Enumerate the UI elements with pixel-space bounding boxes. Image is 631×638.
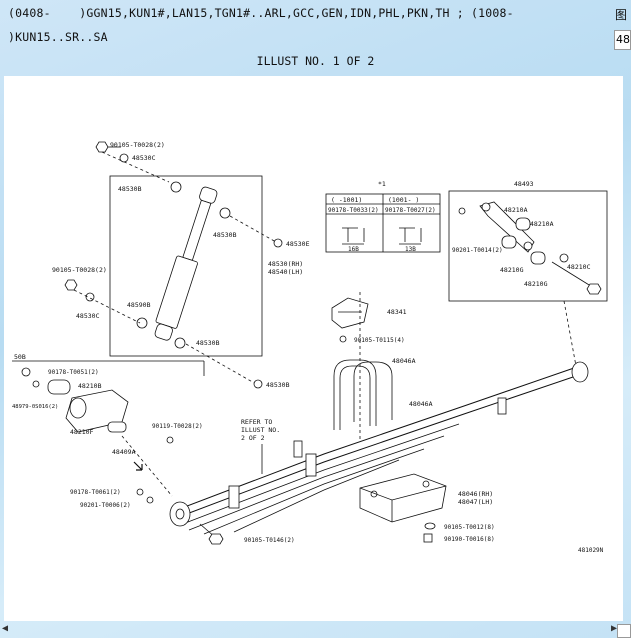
scroll-right-icon[interactable]: ▶ [610,623,617,634]
illustration-number: ILLUST NO. 1 OF 2 [256,54,375,68]
bushing-upper-b[interactable] [219,207,231,219]
label-p27: 48047(LH) [458,498,493,506]
table-col1-dim: 16B [348,246,359,253]
label-p15: 48046A [392,357,416,365]
hanger-bolt-washer[interactable] [21,367,31,377]
label-p31: 48210A [530,220,554,228]
label-p17: 90178-T0051(2) [48,369,99,376]
bushing-lower-a[interactable] [136,317,148,329]
part-number-field[interactable]: 48 [614,30,631,50]
bushing-upper-a[interactable] [170,181,182,193]
picture-icon[interactable]: 图 [614,8,627,22]
label-p1: 90105-T0028(2) [110,141,165,149]
applicability-header-line2: )KUN15..SR..SA [8,30,108,44]
shackle-nut[interactable] [559,253,569,263]
shock-absorber-group-box [109,175,263,357]
label-p10: 48590B [127,301,151,309]
lower-front-nut[interactable] [146,496,154,504]
label-p14: 90105-T0115(4) [354,337,405,344]
spring-clip-4 [497,397,507,415]
shackle-bushing-b[interactable] [501,235,517,249]
spring-seat[interactable] [359,473,447,523]
section-label: 50B [14,353,26,361]
shock-lower-bolt[interactable] [64,279,78,291]
label-p11: 48530B [196,339,220,347]
scroll-corner [617,624,631,638]
table-col1-part: 90178-T0033(2) [328,207,379,214]
table-col2-dim: 13B [405,246,416,253]
label-p18: 48210B [78,382,102,390]
label-p33: 48210G [500,266,524,274]
shock-absorber[interactable] [151,185,221,342]
table-col1-head: ( -1001) [331,196,362,204]
applicability-header-line1: (0408- )GGN15,KUN1#,LAN15,TGN1#..ARL,GCC… [8,6,514,20]
label-p12: 48530B [266,381,290,389]
shackle-plate[interactable] [479,201,535,253]
bolt-table [325,193,441,253]
label-p16: 48046A [409,400,433,408]
table-col2-part: 90178-T0027(2) [385,207,436,214]
hanger-bushing[interactable] [47,379,71,395]
label-p9: 48530C [76,312,100,320]
label-p28: 90105-T0012(8) [444,524,495,531]
label-p25: 90105-T0146(2) [244,537,295,544]
spring-eye-bolt[interactable] [199,523,224,545]
bushing-lower-b[interactable] [174,337,186,349]
shackle-bushing-c[interactable] [530,251,546,265]
seat-nut[interactable] [424,522,436,530]
label-p2: 48530C [132,154,156,162]
bump-stopper-bolt[interactable] [339,335,347,343]
label-p4: 48530B [213,231,237,239]
u-bolt-front[interactable] [333,359,377,430]
label-p30: 48210A [504,206,528,214]
label-p3: 48530B [118,185,142,193]
bump-stopper[interactable] [331,297,369,329]
spring-clip-1 [228,485,240,509]
label-p20: 48210F [70,428,94,436]
seat-washer[interactable] [423,533,433,543]
diagram-id: 481029N [578,547,604,554]
shock-upper-nut[interactable] [273,238,283,248]
refer-line1: REFER TO [241,418,272,426]
label-p22: 90119-T0028(2) [152,423,203,430]
shackle-kit-box [448,190,608,302]
shackle-bushing-a[interactable] [515,217,531,231]
parts-diagram: 90105-T0028(2) 48530C 48530B 48530B 4853… [4,76,623,621]
spring-clip-3 [293,440,303,458]
label-p36: 48493 [514,180,534,188]
label-p6: 48530(RH) [268,260,303,268]
label-p7: 48540(LH) [268,268,303,276]
shock-top-bolt[interactable] [95,141,121,153]
shackle-small-washer[interactable] [458,207,466,215]
direction-arrow [133,461,143,471]
shock-lower-nut[interactable] [253,379,263,389]
label-p26: 48046(RH) [458,490,493,498]
label-p35: 48210C [567,263,591,271]
refer-line3: 2 OF 2 [241,434,265,442]
spring-clip-2 [305,453,317,477]
hanger-small-washer[interactable] [32,380,40,388]
lower-front-washer[interactable] [136,488,144,496]
leaf-spring[interactable] [169,361,589,535]
hanger-pin[interactable] [107,421,127,433]
label-p13: 48341 [387,308,407,316]
label-p32: 90201-T0014(2) [452,247,503,254]
label-p29: 90190-T0016(8) [444,536,495,543]
table-mark: *1 [378,180,386,188]
scroll-left-icon[interactable]: ◀ [2,623,9,634]
label-p5: 48530E [286,240,310,248]
label-p34: 48210G [524,280,548,288]
label-p24: 90201-T0006(2) [80,502,131,509]
label-p21: 48409A [112,448,136,456]
front-hanger-bracket[interactable] [65,389,129,433]
u-bolt-rear[interactable] [353,361,393,422]
label-p8: 90105-T0028(2) [52,266,107,274]
hanger-grease-fitting[interactable] [166,436,174,444]
label-p19: 48979-0S016(2) [12,404,58,410]
label-p23: 90178-T0061(2) [70,489,121,496]
refer-line2: ILLUST NO. [241,426,280,434]
table-col2-head: (1001- ) [388,196,419,204]
shackle-bolt[interactable] [551,261,602,295]
shock-top-washer[interactable] [119,153,129,163]
